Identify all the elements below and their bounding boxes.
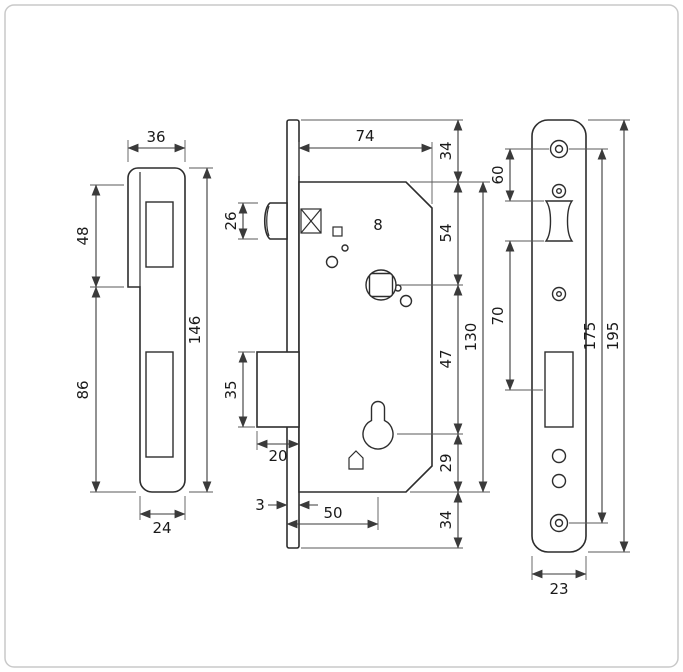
dim-label-spindle-to-cylinder: 47: [437, 349, 455, 368]
rivet-hole: [325, 255, 339, 269]
faceplate-view: 60 70 175 195 23: [489, 119, 630, 598]
screw-hole-top-center: [554, 144, 564, 154]
cam-detail: [348, 450, 364, 470]
dim-label-deadbolt-height: 35: [222, 380, 240, 399]
dim-label-plate-mid-span: 70: [489, 306, 507, 325]
strike-bolt-cutout: [145, 351, 174, 458]
dim-label-strike-lower-height: 86: [74, 380, 92, 399]
dim-label-plate-width: 23: [549, 580, 568, 598]
dim-label-strike-upper-height: 48: [74, 226, 92, 245]
strike-dimension-lines: [91, 143, 212, 519]
dim-label-screw-spacing: 175: [581, 322, 599, 351]
dim-label-strike-bottom-width: 24: [152, 519, 171, 537]
dim-label-plate-top-span: 60: [489, 165, 507, 184]
dim-label-bottom-overhang: 34: [437, 510, 455, 529]
dim-label-case-height: 130: [462, 323, 480, 352]
rivet-hole: [399, 294, 413, 308]
latch-bolt-face-line: [266, 205, 270, 237]
dim-label-strike-total-height: 146: [186, 316, 204, 345]
dim-label-strike-top-width: 36: [146, 128, 165, 146]
spring-box-cross-line: [300, 208, 322, 234]
spindle-square-hole: [368, 272, 394, 298]
euro-cylinder-hole: [362, 400, 394, 450]
dim-label-top-to-spindle: 54: [437, 223, 455, 242]
small-square-hole: [332, 226, 343, 237]
strike-latch-cutout: [145, 201, 174, 268]
lock-case-outline: [298, 181, 433, 493]
fixing-hole: [551, 448, 567, 464]
lock-body-dimension-lines: [238, 119, 488, 549]
dim-label-top-overhang: 34: [437, 141, 455, 160]
deadbolt: [256, 351, 300, 428]
lock-body-view: 8: [222, 119, 490, 549]
faceplate-outline: [531, 119, 587, 553]
fixing-hole-center: [556, 291, 563, 298]
dim-label-backset: 50: [323, 504, 342, 522]
fixing-hole: [551, 473, 567, 489]
faceplate-latch-cutout: [544, 200, 574, 242]
image-border: [4, 4, 679, 668]
rivet-hole: [341, 244, 349, 252]
dim-label-plate-thickness: 3: [255, 496, 265, 514]
case-marking: 8: [373, 216, 383, 234]
faceplate-bolt-cutout: [544, 351, 574, 428]
latch-bolt: [263, 202, 288, 240]
fixing-hole-center: [556, 187, 563, 194]
latch-spring-box: [300, 208, 322, 234]
dim-label-case-width: 74: [355, 127, 374, 145]
strike-plate-view: 36 48 86 146 24: [74, 128, 213, 537]
dim-label-deadbolt-throw: 20: [268, 447, 287, 465]
dim-label-plate-total-height: 195: [604, 322, 622, 351]
faceplate-dimension-lines: [505, 119, 629, 579]
lock-faceplate-strip: [286, 119, 300, 549]
dim-label-cylinder-to-bottom: 29: [437, 453, 455, 472]
dim-label-latch-height: 26: [222, 211, 240, 230]
screw-hole-bottom-center: [554, 518, 564, 528]
